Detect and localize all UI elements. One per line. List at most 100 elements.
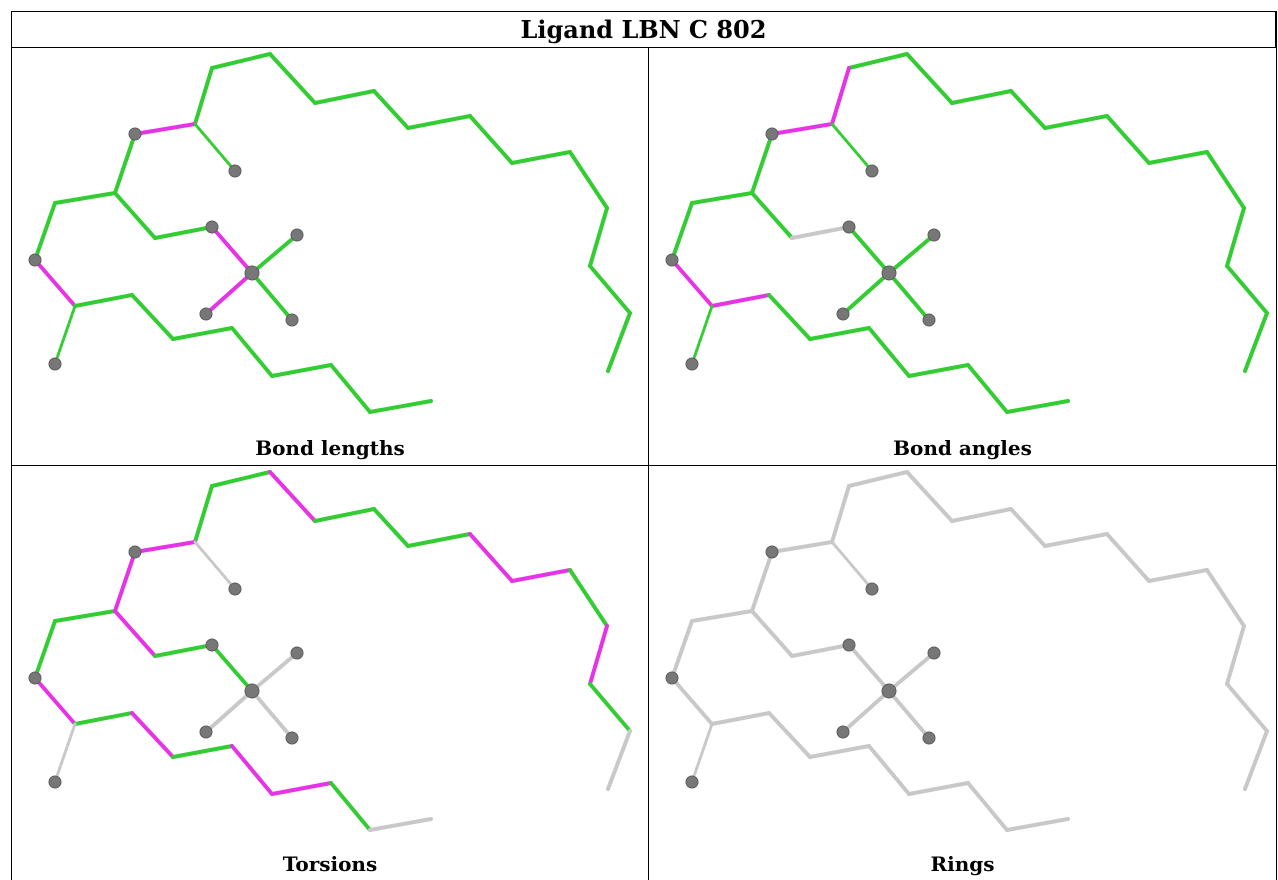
bond-group [665, 52, 1269, 414]
bond-c3-f1 [887, 233, 936, 275]
bond-a9-a10 [1225, 206, 1246, 268]
atom-e1 [865, 582, 879, 596]
atom-c2 [205, 220, 219, 234]
panel-bond-lengths: Bond lengths [12, 48, 648, 465]
bond-d4-d5 [867, 326, 911, 378]
bond-a7-a8 [510, 568, 572, 583]
bond-a2-a3 [268, 470, 317, 523]
bond-d5-d6 [907, 363, 970, 378]
bond-b3-c1 [750, 191, 794, 240]
atom-f1 [290, 228, 304, 242]
bond-a5-a6 [406, 532, 472, 548]
atom-f3 [285, 313, 299, 327]
bond-b1-e1 [830, 540, 874, 591]
bond-d6-d7 [329, 781, 372, 832]
bond-d1-d2 [73, 293, 134, 308]
bond-b1-b2 [133, 540, 197, 554]
bond-c2-c3 [847, 643, 891, 693]
panel-rings: Rings [649, 466, 1276, 880]
bond-d7-d8 [1005, 817, 1070, 832]
molecule-bond-lengths [28, 52, 632, 414]
bond-b3-b4 [53, 191, 117, 205]
atom-b2 [128, 545, 142, 559]
bond-b1-a1 [830, 484, 851, 544]
atom-f1 [927, 646, 941, 660]
bond-c1-c2 [153, 225, 214, 240]
atom-e1 [865, 164, 879, 178]
atom-f3 [285, 731, 299, 745]
bond-d1-e2 [53, 304, 77, 366]
atom-b5 [665, 671, 679, 685]
bond-b1-b2 [770, 540, 834, 554]
bond-a4-a5 [1009, 507, 1047, 548]
bond-a1-a2 [210, 470, 272, 488]
bond-a2-a3 [905, 470, 954, 523]
bond-d5-d6 [270, 363, 333, 378]
bond-b3-c1 [113, 191, 157, 240]
bond-a8-a9 [1205, 568, 1246, 628]
caption-bond-lengths: Bond lengths [255, 436, 405, 460]
bond-a11-a12 [1243, 729, 1269, 791]
bond-d4-d5 [867, 744, 911, 796]
bond-a9-a10 [1225, 624, 1246, 686]
bond-a10-a11 [1225, 264, 1269, 315]
molecule-bond-angles [665, 52, 1269, 414]
bond-d6-d7 [966, 781, 1009, 832]
bond-a2-a3 [905, 52, 954, 105]
figure-title: Ligand LBN C 802 [11, 11, 1276, 47]
bond-b5-d1 [670, 258, 714, 308]
bond-a1-a2 [847, 52, 909, 70]
bond-b3-b4 [690, 609, 754, 623]
bond-b1-e1 [193, 540, 237, 591]
bond-d5-d6 [907, 781, 970, 796]
bond-d2-d3 [767, 293, 812, 341]
atom-c2 [842, 220, 856, 234]
bond-a2-a3 [268, 52, 317, 105]
bond-c3-f3 [887, 689, 931, 740]
atom-e2 [48, 357, 62, 371]
bond-c3-f2 [841, 689, 891, 734]
bond-d1-d2 [710, 293, 771, 308]
grid-line-middle [11, 465, 1277, 466]
bond-d1-e2 [690, 722, 714, 784]
atom-b2 [765, 545, 779, 559]
bond-a9-a10 [588, 624, 609, 686]
bond-d7-d8 [368, 817, 433, 832]
atom-c3 [244, 683, 260, 699]
bond-b3-b4 [690, 191, 754, 205]
bond-c3-f2 [841, 271, 891, 316]
bond-b1-e1 [830, 122, 874, 173]
atom-e2 [685, 357, 699, 371]
bond-group [665, 470, 1269, 832]
bond-b2-b3 [113, 132, 137, 195]
bond-b2-b3 [113, 550, 137, 613]
caption-torsions: Torsions [282, 852, 378, 876]
bond-a3-a4 [950, 89, 1013, 105]
bond-b1-a1 [193, 484, 214, 544]
bond-d4-d5 [230, 326, 274, 378]
bond-d1-d2 [710, 711, 771, 726]
bond-c2-c3 [847, 225, 891, 275]
bond-a6-a7 [1105, 532, 1151, 583]
atom-b5 [28, 671, 42, 685]
bond-a6-a7 [1105, 114, 1151, 165]
atom-f2 [836, 307, 850, 321]
bond-a4-a5 [372, 507, 410, 548]
atom-e1 [228, 582, 242, 596]
bond-d3-d4 [808, 326, 871, 341]
bond-a10-a11 [1225, 682, 1269, 733]
bond-a1-a2 [847, 470, 909, 488]
bond-a4-a5 [1009, 89, 1047, 130]
bond-c1-c2 [153, 643, 214, 658]
bond-b4-b5 [670, 201, 694, 262]
bond-a8-a9 [568, 150, 609, 210]
bond-b1-b2 [133, 122, 197, 136]
grid-line-center [648, 47, 649, 880]
bond-b1-a1 [193, 66, 214, 126]
bond-a4-a5 [372, 89, 410, 130]
atom-f1 [927, 228, 941, 242]
bond-a6-a7 [468, 114, 514, 165]
atom-c2 [205, 638, 219, 652]
bond-group [28, 52, 632, 414]
bond-b4-b5 [33, 619, 57, 680]
